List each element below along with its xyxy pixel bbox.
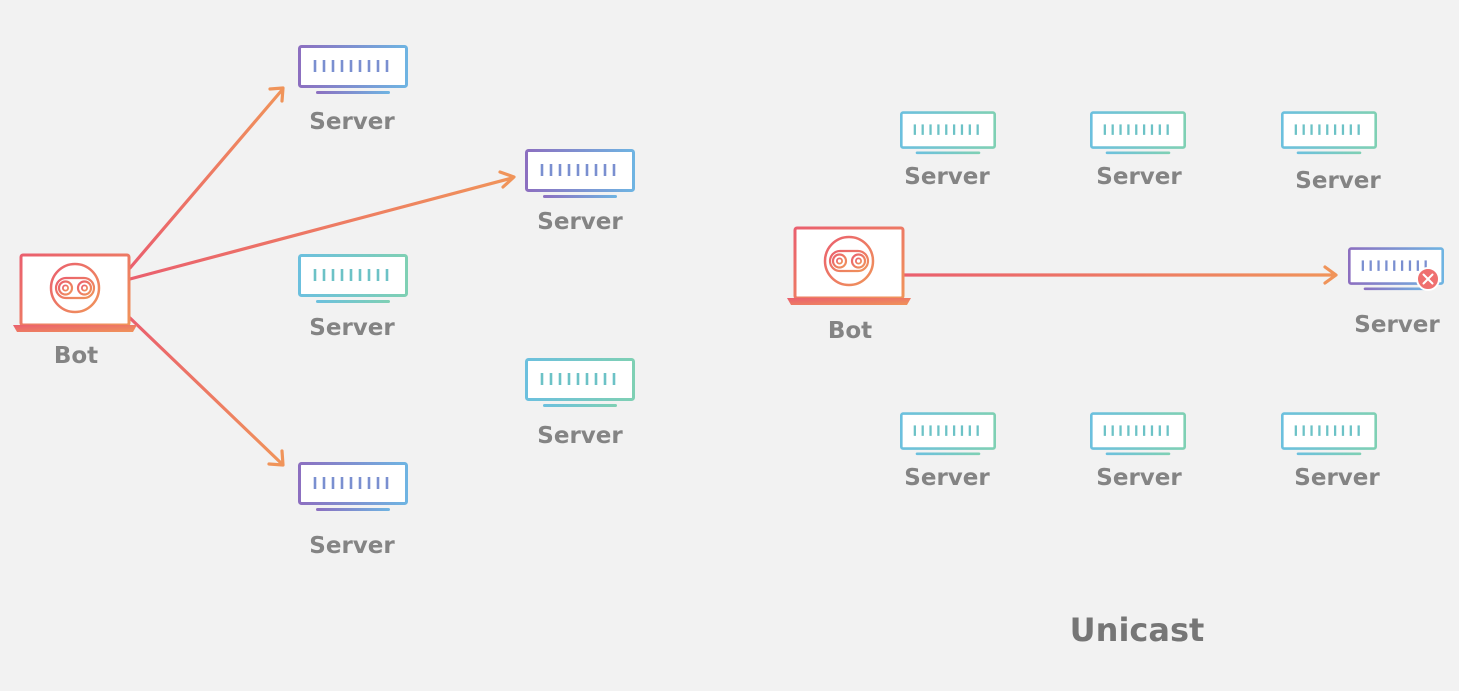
unicast-connection <box>902 265 1338 285</box>
server-icon <box>298 254 408 305</box>
arrowhead-icon <box>1323 265 1338 285</box>
server-label: Server <box>309 109 395 135</box>
left-connection-2 <box>128 170 516 281</box>
left-connection-3 <box>128 316 285 467</box>
bot-label: Bot <box>53 343 99 369</box>
unicast-title: Unicast <box>1069 611 1205 649</box>
arrowhead-icon <box>267 449 285 467</box>
arrowhead-icon <box>268 86 285 103</box>
server-label: Server <box>1096 465 1182 491</box>
server-icon <box>900 412 996 457</box>
server-icon <box>525 358 635 409</box>
server-icon <box>298 462 408 513</box>
server-label: Server <box>537 209 623 235</box>
left-connection-1 <box>128 86 285 270</box>
server-icon <box>1090 412 1186 457</box>
server-label: Server <box>1354 312 1440 338</box>
bot-label: Bot <box>827 318 873 344</box>
bot-laptop-icon <box>12 253 138 334</box>
bot-laptop-icon <box>786 226 912 307</box>
server-icon <box>525 149 635 200</box>
server-icon <box>1281 412 1377 457</box>
server-label: Server <box>309 533 395 559</box>
server-icon <box>298 45 408 96</box>
x-circle-icon <box>1416 267 1440 291</box>
server-icon <box>1281 111 1377 156</box>
server-label: Server <box>537 423 623 449</box>
server-label: Server <box>1294 465 1380 491</box>
arrowhead-icon <box>498 170 516 189</box>
server-icon <box>900 111 996 156</box>
server-icon <box>1090 111 1186 156</box>
server-label: Server <box>1295 168 1381 194</box>
server-label: Server <box>904 164 990 190</box>
server-label: Server <box>904 465 990 491</box>
server-label: Server <box>1096 164 1182 190</box>
server-label: Server <box>309 315 395 341</box>
